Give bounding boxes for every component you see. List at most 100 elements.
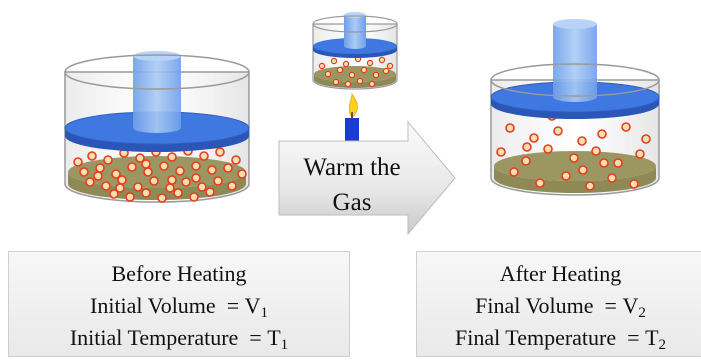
gas-particle [348,71,356,79]
gas-particle [522,142,532,152]
initial-volume-symbol: V [244,293,261,318]
gas-particle [332,78,340,86]
gas-particle [529,133,539,143]
gas-particle [205,187,215,197]
gas-particle [143,167,153,177]
final-temperature-subscript: 2 [658,337,667,353]
gas-particle [125,192,135,202]
gas-particle [215,147,225,157]
arrow-label-line2: Gas [332,189,372,216]
gas-particle [181,177,191,187]
gas-particle [635,149,645,159]
initial-temperature-subscript: 1 [280,337,289,353]
gas-particle [197,182,207,192]
gas-particle [344,80,352,88]
gas-floor-after [494,166,656,193]
gas-particle [141,159,151,169]
candle [345,118,359,144]
initial-temperature-row: Initial Temperature = T1 [69,325,289,353]
final-temperature-row: Final Temperature = T2 [454,325,667,353]
gas-particle [543,144,553,154]
gas-particle [135,153,145,163]
initial-volume-label: Initial Volume [90,293,216,318]
gas-particle [621,122,631,132]
gas-particle [157,193,167,203]
arrow-shape [278,120,456,236]
gas-particle [159,161,169,171]
cylinder-before [64,51,250,203]
gas-particle [191,173,201,183]
gas-particles-after [496,111,651,191]
final-temperature-symbol: T [645,325,659,350]
final-volume-symbol: V [622,293,639,318]
gas-particle [342,60,350,68]
gas-particle [585,181,595,191]
gas-particle [223,163,233,173]
gas-particle [173,188,183,198]
gas-particle [318,62,326,70]
gas-particle [213,176,223,186]
gas-particle [629,179,639,189]
gas-particle [117,175,127,185]
gas-particle [378,56,386,64]
flame-icon [348,92,358,120]
gas-particle [641,134,651,144]
gas-particle [93,171,103,181]
gas-particle [95,163,105,173]
gas-particle [189,192,199,202]
gas-particle [167,175,177,185]
initial-temperature-symbol: T [267,325,281,350]
initial-volume-subscript: 1 [260,305,269,321]
gas-particle [111,169,121,179]
final-temperature-label: Final Temperature [454,325,617,350]
gas-particle [505,123,515,133]
gas-particle [509,167,519,177]
gas-particle [199,151,209,161]
gas-particle [360,66,368,74]
gas-particle [591,146,601,156]
gas-particle [330,57,338,65]
after-title: After Heating [499,261,622,286]
gas-particle [382,67,390,75]
gas-particle [141,188,151,198]
before-title: Before Heating [111,261,247,286]
gas-particle [175,166,185,176]
initial-temperature-label: Initial Temperature [69,325,239,350]
gas-particle [561,171,571,181]
gas-particle [149,176,159,186]
gas-particle [599,158,609,168]
gas-particle [73,157,83,167]
gas-particle [87,151,97,161]
gas-particle [133,182,143,192]
gas-particle [496,147,506,157]
arrow-label-line1: Warm the [303,154,401,181]
gas-particle [535,178,545,188]
gas-particle [101,181,111,191]
gas-particles-small [318,55,394,88]
arrow-label: Warm the Gas [282,150,422,220]
gas-particle [109,189,119,199]
gas-particle [521,156,531,166]
gas-particle [356,77,364,85]
before-heating-panel: Before Heating Initial Volume = V1 Initi… [8,251,350,357]
final-volume-label: Final Volume [475,293,594,318]
gas-particle [613,158,623,168]
gas-particle [165,183,175,193]
gas-particles-before [73,146,247,203]
piston-rod-after [553,24,597,102]
gas-particle [368,80,376,88]
initial-volume-row: Initial Volume = V1 [90,293,269,321]
gas-particle [569,153,579,163]
gas-particle [336,66,344,74]
gas-particle [597,129,607,139]
gas-particle [167,152,177,162]
gas-particle [191,161,201,171]
gas-particle [79,167,89,177]
gas-particle [231,155,241,165]
gas-particle [578,165,588,175]
gas-particle [207,165,217,175]
gas-particle [607,173,617,183]
cylinder-small-heated [312,12,398,90]
final-volume-subscript: 2 [638,305,646,321]
